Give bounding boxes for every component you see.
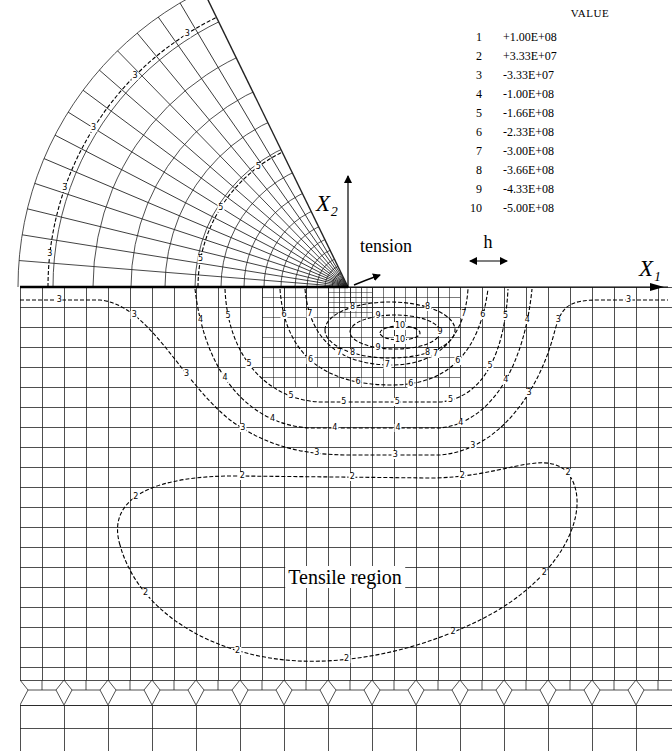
- contour-label: 6: [355, 378, 362, 386]
- contour-label: 2: [541, 569, 548, 577]
- table-key: 3: [476, 69, 482, 81]
- contour-label: 2: [239, 472, 246, 480]
- contour-label: 2: [449, 628, 456, 636]
- table-key: 7: [476, 145, 482, 157]
- table-key: 5: [476, 107, 482, 119]
- contour-label: 2: [234, 647, 241, 655]
- contour-label: 6: [479, 311, 486, 319]
- contour-label: 5: [502, 312, 509, 320]
- contour-label: 4: [457, 419, 464, 427]
- contour-label: 5: [197, 255, 204, 263]
- contour-label: 7: [384, 361, 391, 369]
- table-value: -1.66E+08: [503, 107, 554, 119]
- table-key: 1: [476, 31, 482, 43]
- contour-label: 7: [306, 310, 313, 318]
- contour-label: 2: [142, 589, 149, 597]
- contour-label: 6: [281, 311, 288, 319]
- contour-label: 3: [90, 124, 97, 132]
- contour-label: 3: [46, 250, 53, 258]
- region-label: Tensile region: [285, 566, 405, 588]
- contour-label: 2: [459, 472, 466, 480]
- contour-label: 4: [269, 415, 276, 423]
- contour-label: 5: [255, 163, 262, 171]
- table-value: -3.66E+08: [503, 164, 554, 176]
- contour-label: 3: [132, 72, 139, 80]
- contour-label: 2: [565, 469, 572, 477]
- contour-label: 5: [287, 392, 294, 400]
- table-value: -1.00E+08: [503, 88, 554, 100]
- contour-label: 3: [184, 30, 191, 38]
- contour-label: 4: [502, 376, 509, 384]
- contour-label: 3: [625, 296, 632, 304]
- contour-label: 5: [447, 396, 454, 404]
- contour-label: 3: [313, 449, 320, 457]
- table-key: 9: [476, 183, 482, 195]
- table-key: 8: [476, 164, 482, 176]
- annotation: tension: [358, 237, 414, 255]
- table-key: 4: [476, 88, 482, 100]
- contour-label: 4: [524, 316, 531, 324]
- table-key: 10: [470, 202, 482, 214]
- contour-label: 3: [131, 311, 138, 319]
- contour-label: 8: [424, 303, 431, 311]
- contour-label: 7: [336, 349, 343, 357]
- contour-label: 5: [217, 204, 224, 212]
- contour-label: 4: [222, 374, 229, 382]
- axis-label: X₂: [315, 192, 339, 215]
- contour-label: 3: [56, 296, 63, 304]
- contour-label: 9: [436, 328, 443, 336]
- contour-label: 7: [432, 350, 439, 358]
- contour-label: 4: [331, 424, 338, 432]
- contour-label: 2: [349, 473, 356, 481]
- contour-label: 8: [424, 349, 431, 357]
- table-value: -5.00E+08: [503, 202, 554, 214]
- contour-label: 5: [486, 362, 493, 370]
- contour-label: 3: [183, 370, 190, 378]
- table-value: -4.33E+08: [503, 183, 554, 195]
- contour-label: 4: [395, 424, 402, 432]
- contour-label: 3: [392, 451, 399, 459]
- table-value: +3.33E+07: [503, 50, 557, 62]
- table-value: -2.33E+08: [503, 126, 554, 138]
- contour-label: 3: [525, 389, 532, 397]
- contour-label: 3: [469, 442, 476, 450]
- contour-label: 5: [340, 398, 347, 406]
- contour-label: 4: [197, 316, 204, 324]
- table-heading: VALUE: [571, 8, 609, 19]
- contour-label: 8: [349, 303, 356, 311]
- dimension-label: h: [482, 233, 495, 251]
- axis-label: X₁: [638, 257, 662, 280]
- contour-label: 5: [394, 398, 401, 406]
- contour-label: 5: [225, 312, 232, 320]
- contour-label: 8: [349, 349, 356, 357]
- contour-label: 6: [307, 356, 314, 364]
- contour-label: 5: [246, 360, 253, 368]
- contour-label: 3: [239, 424, 246, 432]
- table-key: 6: [476, 126, 482, 138]
- contour-label: 9: [374, 312, 381, 320]
- table-value: +1.00E+08: [503, 31, 557, 43]
- contour-label: 3: [61, 184, 68, 192]
- contour-label: 6: [407, 380, 414, 388]
- contour-label: 9: [374, 344, 381, 352]
- contour-label: 10: [394, 336, 406, 344]
- contour-label: 10: [394, 322, 406, 330]
- contour-label: 2: [132, 493, 139, 501]
- contour-label: 3: [555, 316, 562, 324]
- contour-label: 2: [343, 655, 350, 663]
- contour-label: 6: [454, 357, 461, 365]
- table-value: -3.33E+07: [503, 69, 554, 81]
- contour-label: 7: [460, 310, 467, 318]
- table-value: -3.00E+08: [503, 145, 554, 157]
- table-key: 2: [476, 50, 482, 62]
